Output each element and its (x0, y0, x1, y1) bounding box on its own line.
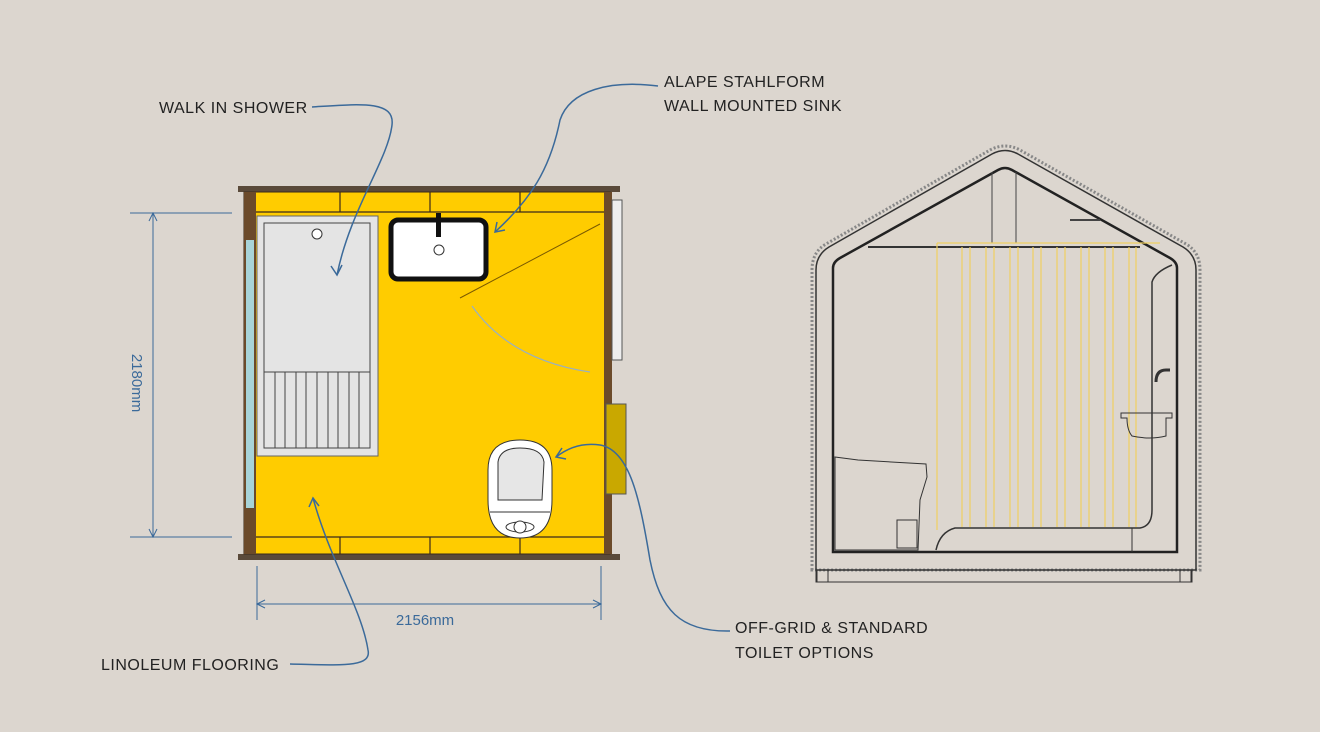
flooring-leader-line (289, 497, 369, 666)
shower-tray (256, 215, 379, 457)
door-leaf (459, 223, 601, 299)
base-frame (815, 569, 1193, 583)
shower-arrow-icon (330, 264, 343, 277)
shower-leader-line (311, 104, 393, 276)
sink-section (1120, 412, 1173, 439)
sink (388, 213, 489, 282)
toilet-label-line2: TOILET OPTIONS (735, 645, 874, 662)
toilet-leader-line (555, 443, 731, 632)
door-handle-panel (605, 403, 627, 495)
flooring-label: LINOLEUM FLOORING (101, 657, 279, 674)
right-foot (1179, 569, 1192, 583)
floor-plan (238, 186, 627, 560)
door-panel (611, 199, 623, 361)
wall-studs (256, 192, 604, 554)
section-view (810, 144, 1202, 583)
tap-section-icon (1154, 368, 1170, 383)
sink-label-line2: WALL MOUNTED SINK (664, 98, 842, 115)
toilet-arrow-icon (554, 447, 567, 460)
shower-drain-icon (311, 228, 323, 240)
shower-tray-section (935, 264, 1173, 551)
height-dimension: 2180mm (128, 211, 232, 539)
outer-wall (815, 149, 1197, 571)
width-dimension-label: 2156mm (396, 612, 454, 629)
sink-drain-icon (433, 244, 445, 256)
right-wall (604, 192, 612, 554)
bottom-outer-edge (238, 554, 620, 560)
height-dimension-label: 2180mm (128, 354, 145, 412)
toilet-label-line1: OFF-GRID & STANDARD (735, 620, 928, 637)
door-swing-arc (471, 305, 591, 373)
sink-label-line1: ALAPE STAHLFORM (664, 74, 825, 91)
outer-shell (810, 144, 1202, 572)
window-left (246, 240, 254, 508)
toilet (487, 439, 553, 539)
width-dimension: 2156mm (255, 566, 603, 629)
shower-curtain (936, 242, 1160, 530)
toilet-seat (497, 447, 545, 501)
sink-arrow-icon (494, 221, 506, 233)
sink-leader-line (494, 83, 659, 233)
inner-wall (831, 166, 1179, 554)
top-outer-edge (238, 186, 620, 192)
toilet-section (834, 456, 928, 551)
flooring-arrow-icon (308, 496, 320, 508)
shower-pan (263, 222, 371, 373)
walk-in-shower-label: WALK IN SHOWER (159, 100, 308, 117)
tap-icon (436, 213, 441, 237)
left-foot (816, 569, 829, 583)
